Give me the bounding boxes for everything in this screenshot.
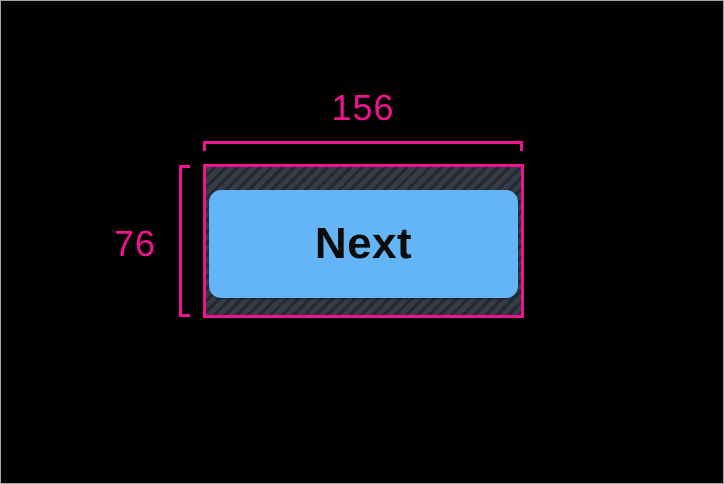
next-button-label: Next — [314, 219, 413, 268]
height-measure-bracket — [179, 165, 190, 317]
next-button[interactable]: Next — [209, 190, 518, 298]
width-measure-bracket — [203, 141, 523, 151]
width-dimension-label: 156 — [331, 87, 395, 128]
height-dimension-label: 76 — [113, 223, 157, 264]
measured-widget-outline: Next — [203, 164, 524, 318]
